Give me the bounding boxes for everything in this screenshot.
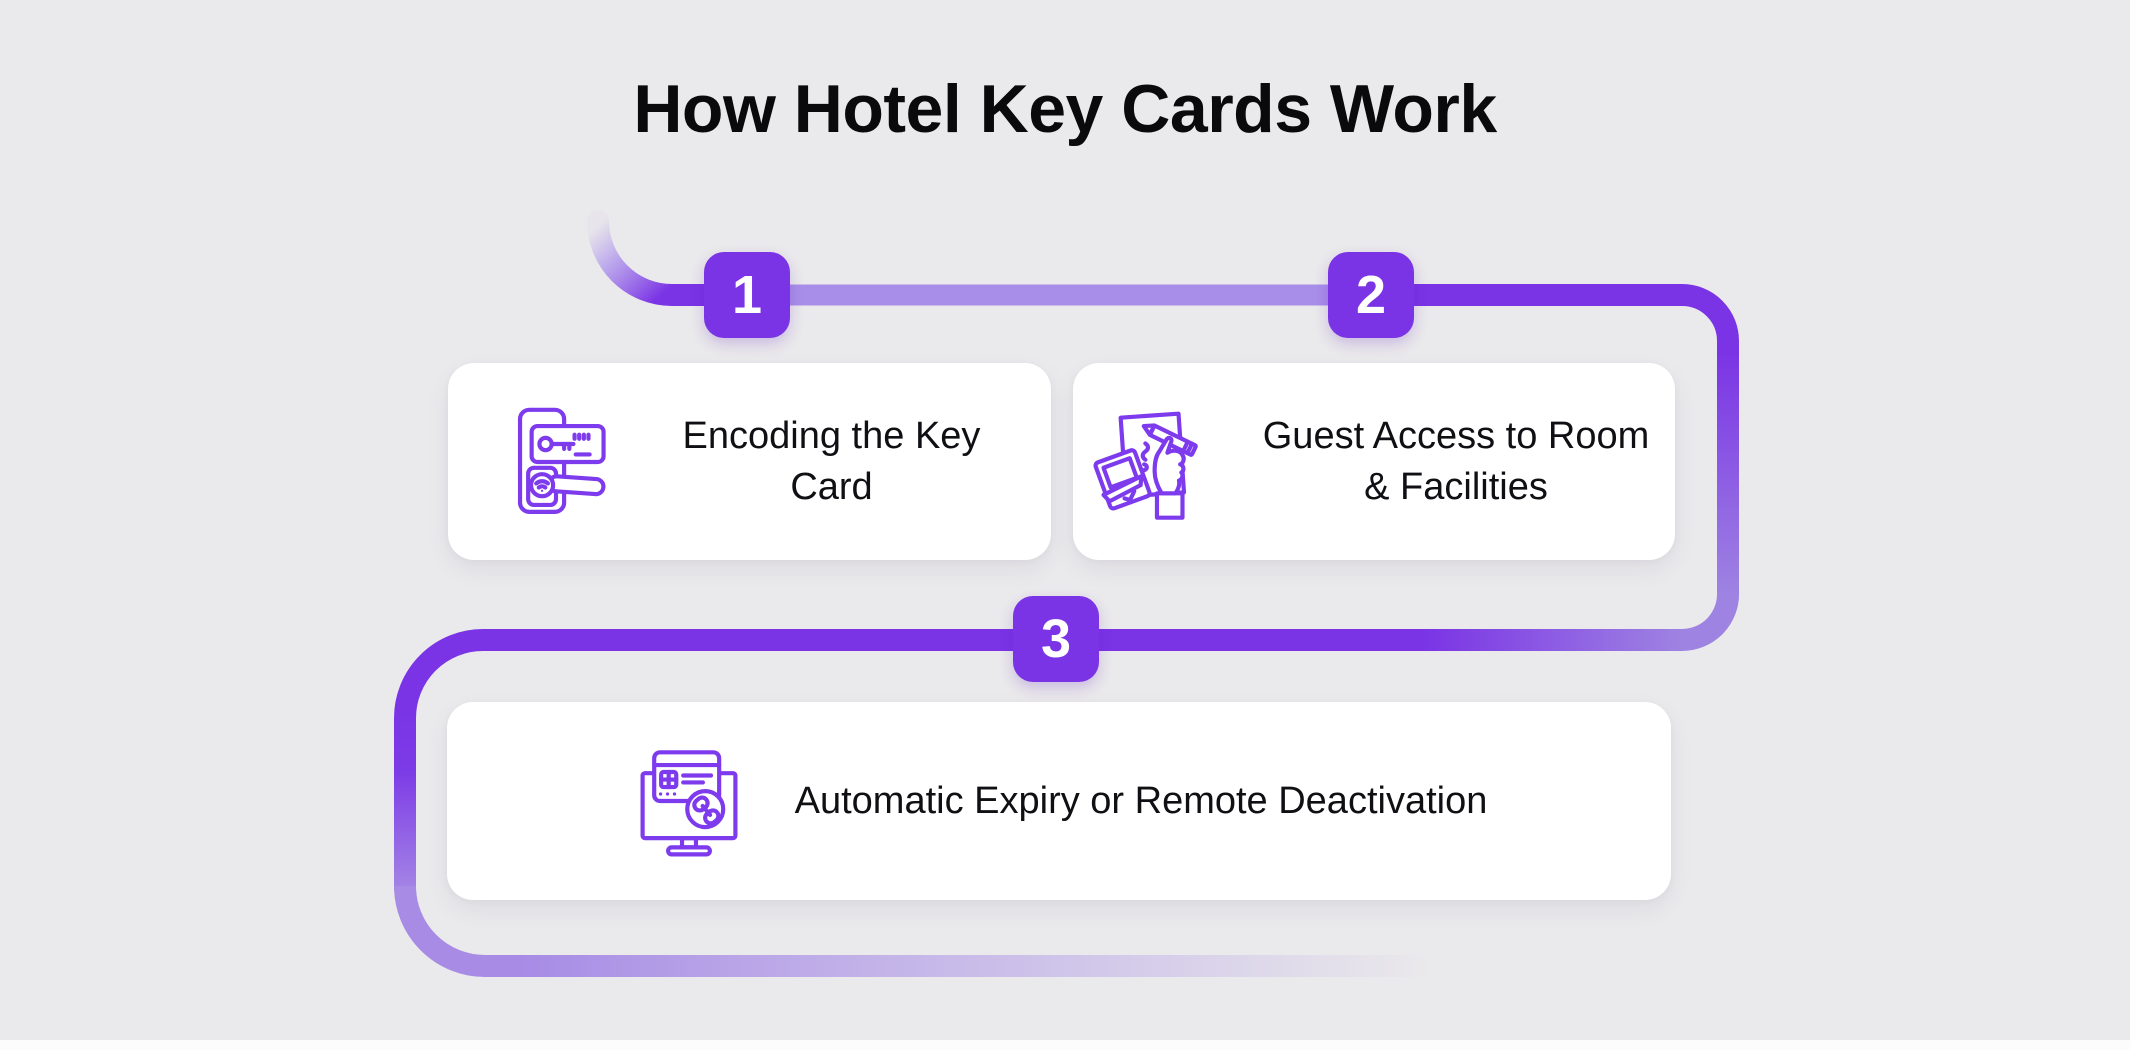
door-lock-keycard-icon [498, 404, 614, 520]
step-label: Automatic Expiry or Remote Deactivation [794, 779, 1488, 822]
monitor-keycard-link-icon [631, 743, 747, 859]
step-number: 3 [1040, 609, 1072, 669]
connector-segment-exit [394, 885, 1435, 977]
bottom-edge-strip [0, 1040, 2130, 1050]
step-number: 1 [731, 265, 763, 325]
step-card-1: Encoding the Key Card [448, 363, 1051, 560]
step-card-2: Guest Access to Room & Facilities [1073, 363, 1675, 560]
step-label: Guest Access to Room & Facilities [1262, 415, 1650, 508]
step-badge-2: 2 [1328, 252, 1414, 338]
connector-segment-2-down [1340, 284, 1739, 596]
step-badge-3: 3 [1013, 596, 1099, 682]
hand-holding-keycards-icon [1092, 404, 1208, 520]
connector-segment-3-down [394, 629, 1320, 890]
connector-segment-entry [587, 210, 741, 306]
step-label: Encoding the Key Card [682, 415, 981, 508]
step-card-3: Automatic Expiry or Remote Deactivation [447, 702, 1671, 900]
connector-segment-return [1300, 591, 1740, 652]
step-badge-1: 1 [704, 252, 790, 338]
step-number: 2 [1355, 265, 1387, 325]
page-title: How Hotel Key Cards Work [633, 71, 1497, 147]
